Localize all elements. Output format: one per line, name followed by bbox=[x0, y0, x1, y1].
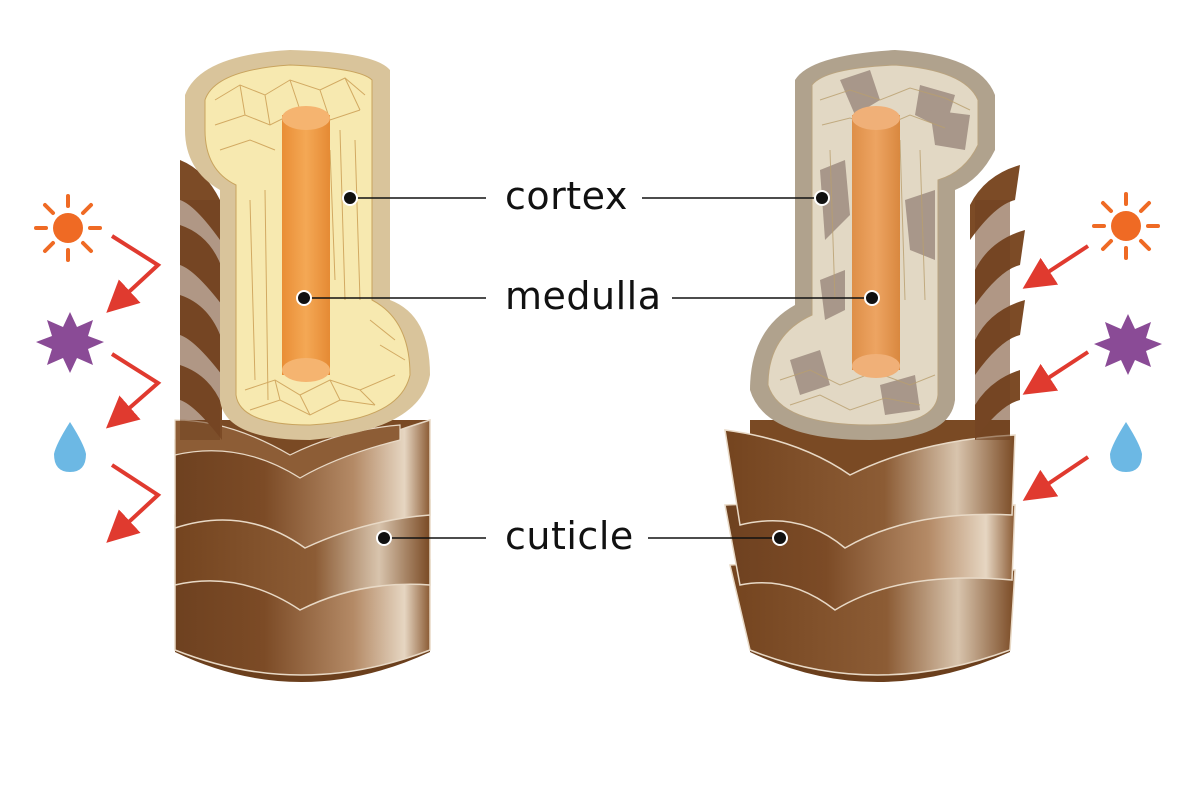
cuticle-fins-right bbox=[970, 165, 1025, 440]
medulla-core bbox=[282, 115, 330, 375]
cuticle-scales bbox=[174, 418, 431, 676]
cortex-damage-patches bbox=[790, 70, 970, 415]
cuticle-fins-left bbox=[180, 160, 222, 440]
medulla-bottom bbox=[852, 354, 900, 378]
medulla-top bbox=[282, 106, 330, 130]
cortex-label: cortex bbox=[505, 174, 628, 218]
starburst-icon bbox=[1094, 314, 1162, 375]
cuticle-bottom-edge bbox=[750, 640, 1010, 682]
damaged-hair-strand bbox=[724, 50, 1025, 682]
medulla-bottom bbox=[282, 358, 330, 382]
leader-lines bbox=[304, 197, 872, 539]
medulla-core bbox=[852, 115, 900, 370]
deflected-arrows-left bbox=[105, 234, 162, 543]
water-drop-icon bbox=[1110, 422, 1142, 472]
medulla-label: medulla bbox=[505, 274, 662, 318]
medulla-top bbox=[852, 106, 900, 130]
left-environment-icons bbox=[34, 194, 162, 543]
cuticle-scales-lifted bbox=[724, 429, 1016, 676]
leader-dots bbox=[296, 190, 880, 546]
healthy-hair-strand bbox=[174, 50, 431, 682]
penetrating-arrows-right bbox=[1022, 244, 1090, 501]
starburst-icon bbox=[36, 312, 104, 373]
cuticle-label: cuticle bbox=[505, 514, 634, 558]
cuticle-bottom-edge bbox=[175, 640, 430, 682]
sun-icon bbox=[34, 194, 102, 262]
sun-icon bbox=[1092, 192, 1160, 260]
water-drop-icon bbox=[54, 422, 86, 472]
cortex-cell-texture bbox=[214, 77, 406, 416]
right-environment-icons bbox=[1022, 192, 1162, 501]
